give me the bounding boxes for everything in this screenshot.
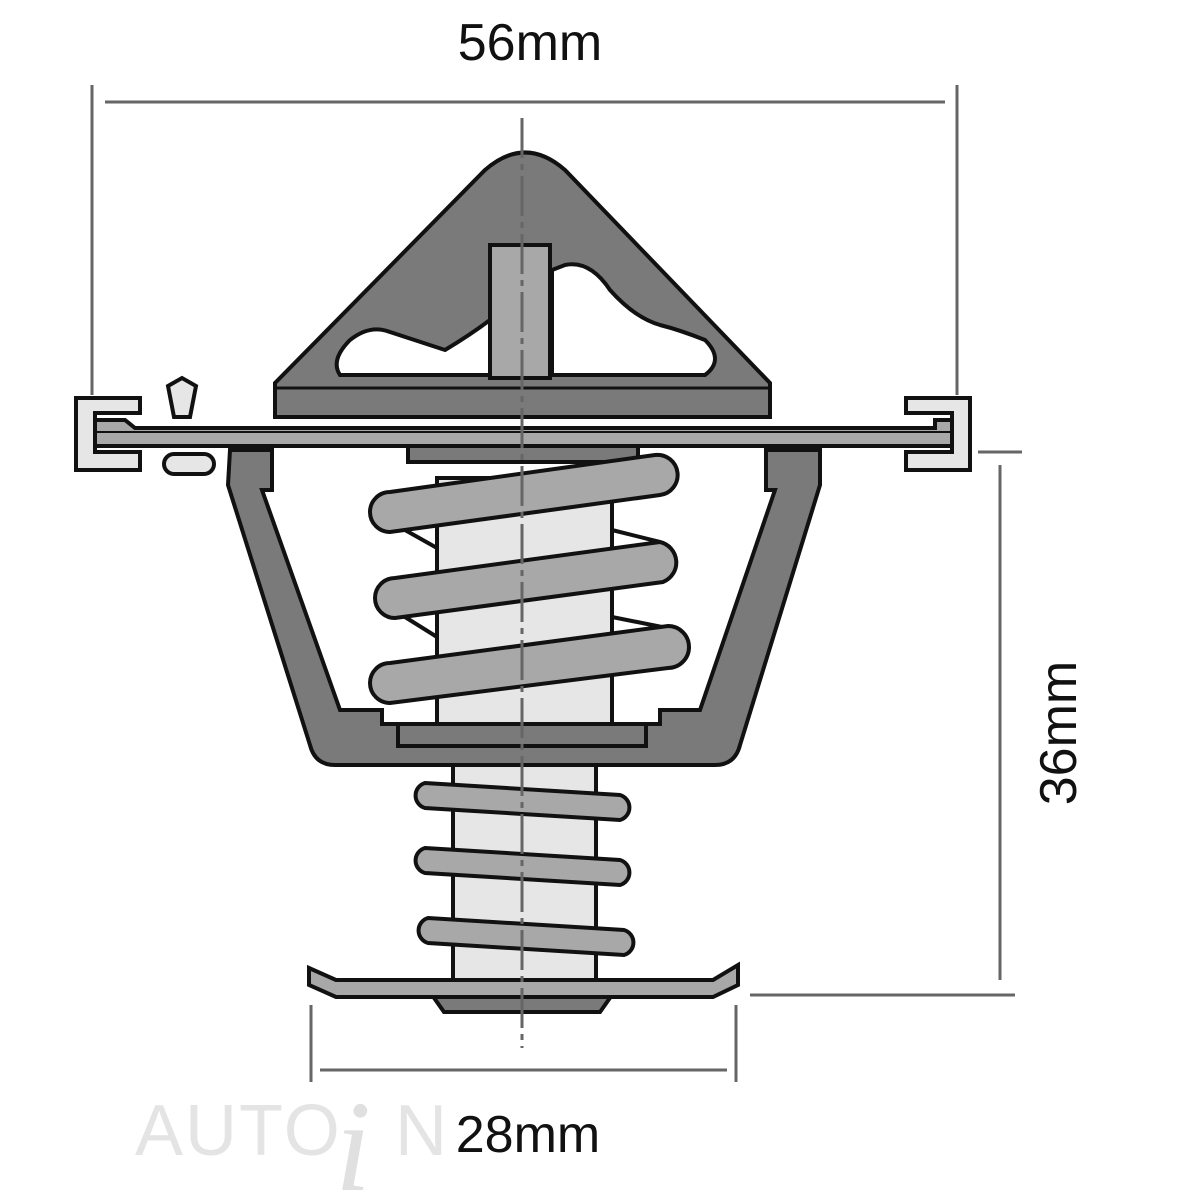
left-seal-clip bbox=[74, 396, 142, 472]
lower-spring bbox=[413, 753, 636, 987]
upper-coil-2 bbox=[373, 539, 679, 621]
lower-coil-1 bbox=[413, 780, 632, 823]
watermark-suffix: N bbox=[395, 1091, 449, 1171]
upper-spring bbox=[368, 444, 691, 748]
width-label: 56mm bbox=[458, 14, 602, 72]
watermark-letter: i bbox=[335, 1075, 371, 1200]
height-label: 36mm bbox=[1030, 661, 1088, 805]
bridge-window-right bbox=[550, 262, 717, 377]
jiggle-valve-bottom bbox=[162, 452, 216, 476]
right-seal-clip bbox=[904, 396, 972, 472]
base-width-label: 28mm bbox=[456, 1106, 600, 1164]
upper-coil-1 bbox=[368, 452, 680, 535]
jiggle-valve-top bbox=[165, 375, 199, 419]
piston-rod bbox=[488, 243, 552, 380]
watermark: AUTO i N bbox=[135, 1075, 449, 1200]
upper-spring-coils bbox=[368, 452, 691, 706]
spring-back-wires bbox=[403, 528, 663, 639]
lower-spring-coils bbox=[413, 780, 636, 958]
dimension-lines bbox=[90, 85, 1022, 1082]
lower-coil-3 bbox=[416, 915, 636, 958]
upper-coil-3 bbox=[368, 623, 691, 706]
watermark-prefix: AUTO bbox=[135, 1091, 342, 1171]
lower-coil-2 bbox=[413, 845, 632, 888]
